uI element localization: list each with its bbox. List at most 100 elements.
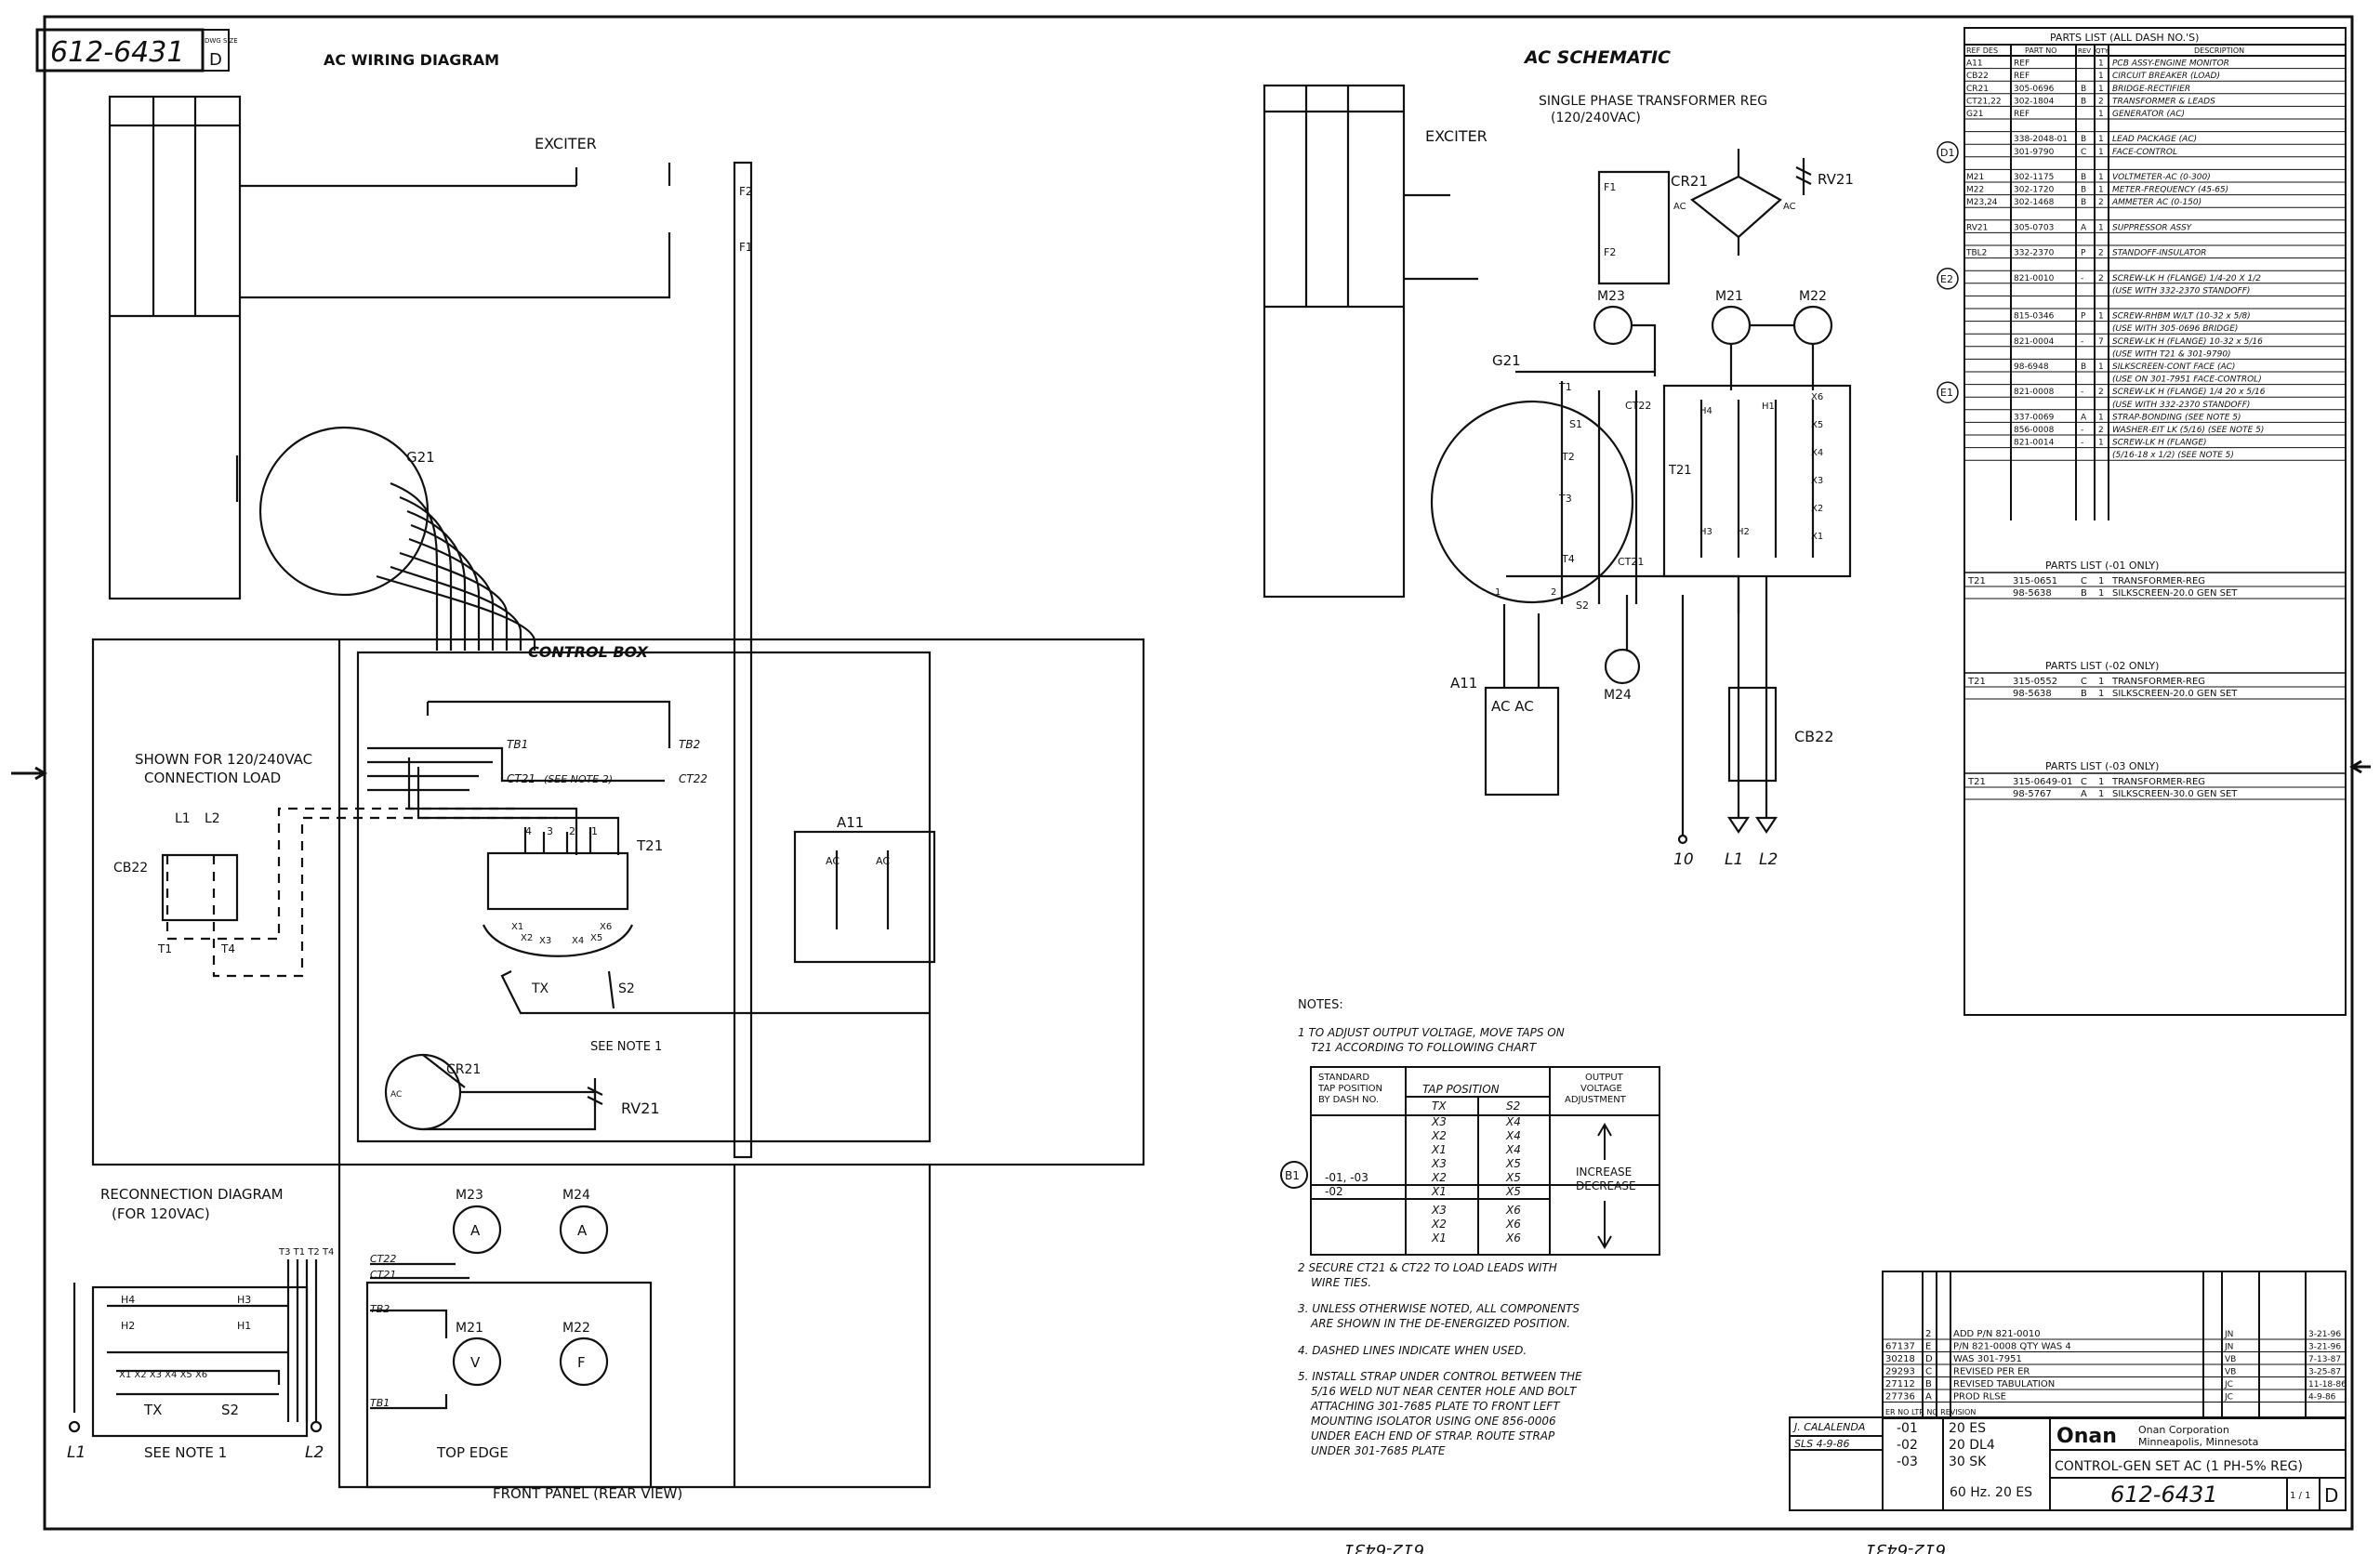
parts-qty: 2 bbox=[2098, 274, 2104, 283]
parts-ref: RV21 bbox=[1966, 223, 1988, 232]
notes-section: NOTES: 1 TO ADJUST OUTPUT VOLTAGE, MOVE … bbox=[1280, 998, 1660, 1457]
rev-mark: E2 bbox=[1940, 273, 1953, 285]
schematic-h4-label: H4 bbox=[1699, 406, 1712, 416]
tap-row-5-s2: X5 bbox=[1505, 1171, 1521, 1184]
parts-number: 821-0014 bbox=[2014, 439, 2055, 448]
parts-rev: B bbox=[2081, 97, 2086, 106]
revision-date: 11-18-86 bbox=[2308, 1380, 2347, 1389]
ac-schematic: AC SCHEMATIC SINGLE PHASE TRANSFORMER RE… bbox=[1263, 47, 1854, 869]
revision-date: 3-25-87 bbox=[2308, 1368, 2341, 1377]
parts-desc: SCREW-LK H (FLANGE) bbox=[2112, 439, 2207, 448]
reconnection-title: RECONNECTION DIAGRAM bbox=[100, 1186, 284, 1203]
ct21-label: CT21 bbox=[507, 772, 536, 785]
parts-qty: 2 bbox=[2098, 249, 2104, 258]
parts-number: REF bbox=[2014, 72, 2030, 81]
parts-desc: SCREW-LK H (FLANGE) 1/4-20 X 1/2 bbox=[2112, 274, 2261, 283]
note1-line1: 1 TO ADJUST OUTPUT VOLTAGE, MOVE TAPS ON bbox=[1298, 1026, 1565, 1039]
tap-row-3-tx: X1 bbox=[1431, 1143, 1447, 1156]
sub-qty: 1 bbox=[2098, 576, 2104, 586]
parts-number: 98-6948 bbox=[2014, 362, 2049, 372]
rev-mark-b1-circle bbox=[1280, 1161, 1308, 1189]
sheet-border bbox=[43, 15, 2354, 1531]
revision-er: 67137 bbox=[1885, 1342, 1915, 1352]
tap-row-2-tx: X2 bbox=[1431, 1129, 1447, 1142]
sub-rev: B bbox=[2081, 588, 2087, 599]
parts-number: 821-0008 bbox=[2014, 388, 2055, 397]
shown-for-label: SHOWN FOR 120/240VAC bbox=[135, 751, 312, 768]
schematic-s2-label: S2 bbox=[1576, 599, 1589, 612]
note5-line3: ATTACHING 301-7685 PLATE TO FRONT LEFT bbox=[1310, 1400, 1561, 1413]
schematic-h1-label: H1 bbox=[1762, 402, 1775, 412]
parts-ref: M22 bbox=[1966, 186, 1984, 195]
tap-h-standard-3: BY DASH NO. bbox=[1318, 1095, 1379, 1105]
parts-number: 337-0069 bbox=[2014, 413, 2055, 422]
parts-ref: CB22 bbox=[1966, 72, 1989, 81]
tap-x1-label: X1 bbox=[511, 922, 523, 932]
parts-qty: 1 bbox=[2098, 312, 2104, 322]
tap-h-output-2: VOLTAGE bbox=[1580, 1084, 1622, 1094]
note2-line2: WIRE TIES. bbox=[1311, 1276, 1371, 1289]
sub-ref: T21 bbox=[1967, 576, 1986, 586]
schematic-m23-label: M23 bbox=[1597, 289, 1625, 304]
m22-meter-circle bbox=[559, 1337, 609, 1387]
parts-qty: 1 bbox=[2098, 72, 2104, 81]
tap-h-output-1: OUTPUT bbox=[1585, 1073, 1624, 1083]
parts-rev: - bbox=[2081, 337, 2083, 347]
parts-number: 332-2370 bbox=[2014, 249, 2055, 258]
tap-x3-label: X3 bbox=[539, 936, 551, 946]
revision-desc: WAS 301-7951 bbox=[1953, 1354, 2022, 1364]
parts-qty: 2 bbox=[2098, 198, 2104, 207]
schematic-cr21-label: CR21 bbox=[1671, 173, 1708, 190]
dash-02: -02 bbox=[1897, 1438, 1918, 1453]
tap-x6-label: X6 bbox=[600, 922, 612, 932]
tap-h-s2: S2 bbox=[1506, 1100, 1520, 1113]
revision-desc: ADD P/N 821-0010 bbox=[1953, 1329, 2041, 1339]
revision-by: VB bbox=[2225, 1355, 2236, 1364]
reconnection-top-leads: T3 T1 T2 T4 bbox=[278, 1247, 334, 1258]
reconnection-tx: TX bbox=[143, 1402, 162, 1418]
sub-part: 315-0651 bbox=[2013, 576, 2057, 586]
note5-line5: UNDER EACH END OF STRAP. ROUTE STRAP bbox=[1311, 1429, 1555, 1442]
schematic-subtitle-1: SINGLE PHASE TRANSFORMER REG bbox=[1539, 94, 1767, 109]
m21-label: M21 bbox=[456, 1321, 483, 1336]
parts-ref: G21 bbox=[1966, 110, 1983, 119]
parts-desc: FACE-CONTROL bbox=[2112, 148, 2177, 157]
notes-heading: NOTES: bbox=[1298, 998, 1343, 1012]
schematic-ct21-label: CT21 bbox=[1618, 556, 1644, 568]
m23-symbol: A bbox=[470, 1222, 481, 1239]
drawing-number: 612-6431 bbox=[50, 36, 184, 69]
control-box-label: CONTROL BOX bbox=[528, 643, 649, 661]
note5-line4: MOUNTING ISOLATOR USING ONE 856-0006 bbox=[1311, 1415, 1556, 1428]
schematic-m24-label: M24 bbox=[1604, 688, 1632, 703]
revision-ltr: D bbox=[1925, 1354, 1933, 1364]
sub-qty: 1 bbox=[2098, 689, 2104, 699]
schematic-cb22-label: CB22 bbox=[1794, 728, 1834, 745]
parts-desc: AMMETER AC (0-150) bbox=[2111, 198, 2202, 207]
parts-desc: LEAD PACKAGE (AC) bbox=[2112, 135, 2197, 144]
reconnection-l2: L2 bbox=[305, 1443, 324, 1462]
schematic-t4-label: T4 bbox=[1561, 553, 1575, 565]
tap-decrease-label: DECREASE bbox=[1576, 1179, 1636, 1192]
exciter-label: EXCITER bbox=[535, 135, 597, 152]
revision-ltr: E bbox=[1925, 1342, 1931, 1352]
tap-row-9-s2: X6 bbox=[1505, 1231, 1521, 1245]
schematic-m21-label: M21 bbox=[1715, 289, 1743, 304]
tap-x4-label: X4 bbox=[572, 936, 584, 946]
m22-symbol: F bbox=[577, 1354, 586, 1371]
tap-row-7-s2: X6 bbox=[1505, 1204, 1521, 1217]
t21-pin-3: 3 bbox=[547, 825, 553, 837]
revision-desc: P/N 821-0008 QTY WAS 4 bbox=[1953, 1342, 2071, 1352]
m24-symbol: A bbox=[577, 1222, 588, 1239]
reconnection-taps: X1 X2 X3 X4 X5 X6 bbox=[119, 1370, 207, 1380]
rev-mark-circle bbox=[1937, 268, 1959, 290]
parts-desc: (USE WITH 332-2370 STANDOFF) bbox=[2112, 401, 2250, 410]
parts-rev: P bbox=[2081, 249, 2086, 258]
title-subtitle: 60 Hz. 20 ES bbox=[1950, 1485, 2032, 1500]
tap-row-6-dash: -02 bbox=[1325, 1185, 1343, 1198]
tap-h-tap-position: TAP POSITION bbox=[1422, 1083, 1500, 1096]
revision-desc: PROD RLSE bbox=[1953, 1392, 2006, 1403]
parts-ref: CR21 bbox=[1966, 85, 1989, 94]
dash-01: -01 bbox=[1897, 1421, 1918, 1436]
parts-rev: - bbox=[2081, 388, 2083, 397]
